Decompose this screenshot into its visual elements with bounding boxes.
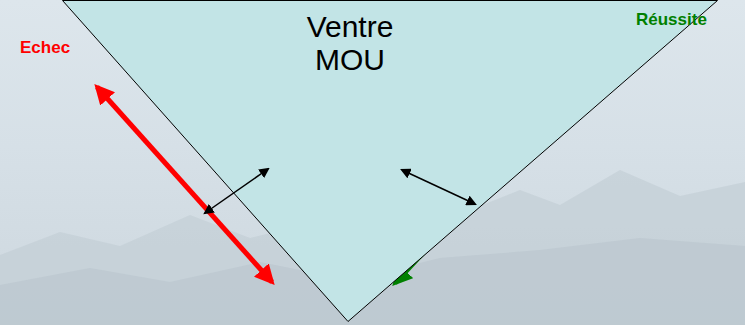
zone-title: Ventre MOU: [285, 10, 415, 76]
triangle-outline: [62, 0, 718, 322]
success-label: Réussite: [636, 10, 707, 30]
exchange-arrow: [402, 170, 475, 204]
triangle-shape: [63, 1, 718, 322]
triangle-zone: Ventre MOU: [62, 0, 718, 322]
exchange-arrow: [205, 169, 268, 213]
failure-label: Echec: [20, 38, 70, 58]
